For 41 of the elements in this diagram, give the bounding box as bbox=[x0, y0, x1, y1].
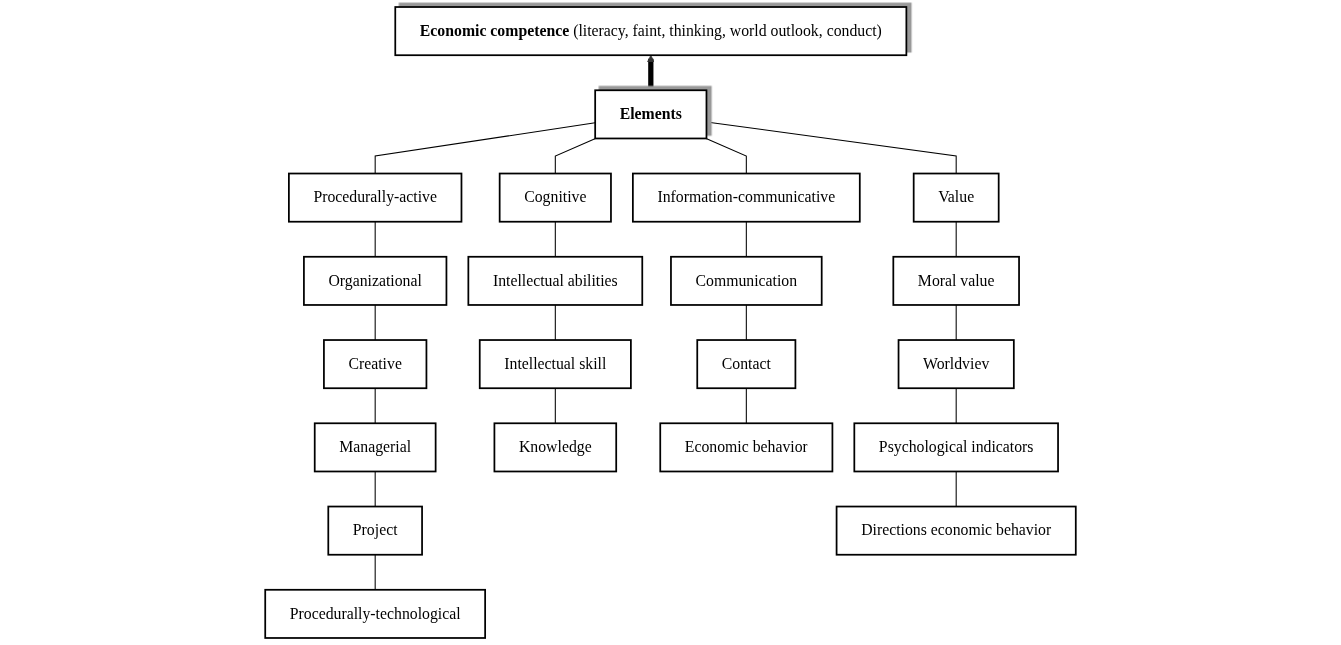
node-box: Directions economic behavior bbox=[835, 505, 1077, 556]
connector bbox=[554, 137, 597, 175]
connector bbox=[705, 137, 747, 175]
node-box: Cognitive bbox=[498, 172, 612, 223]
connector bbox=[374, 221, 376, 258]
connector bbox=[955, 387, 957, 424]
connector bbox=[745, 387, 747, 424]
node-box: Creative bbox=[323, 339, 428, 390]
node-box: Knowledge bbox=[493, 422, 618, 473]
node-box: Project bbox=[327, 505, 423, 556]
connector bbox=[554, 304, 556, 341]
connector bbox=[374, 387, 376, 424]
connector bbox=[554, 221, 556, 258]
node-box: Organizational bbox=[303, 255, 448, 306]
connector bbox=[955, 221, 957, 258]
node-box: Economic behavior bbox=[659, 422, 834, 473]
node-box: Information-communicative bbox=[632, 172, 861, 223]
connector bbox=[955, 470, 957, 508]
node-box: Intellectual abilities bbox=[467, 255, 644, 306]
connector bbox=[745, 304, 747, 341]
connector bbox=[374, 304, 376, 341]
node-box: Value bbox=[912, 172, 1000, 223]
node-box: Elements bbox=[594, 89, 708, 140]
node-box: Contact bbox=[696, 339, 797, 390]
node-box: Worldviev bbox=[897, 339, 1015, 390]
connector bbox=[955, 304, 957, 341]
connector bbox=[705, 121, 957, 175]
connector bbox=[374, 554, 376, 591]
node-box: Economic competence (literacy, faint, thinking, world outlook, conduct) bbox=[394, 6, 908, 57]
connector bbox=[374, 122, 596, 175]
connector bbox=[374, 470, 376, 508]
node-box: Managerial bbox=[313, 422, 437, 473]
connector bbox=[554, 387, 556, 424]
node-box: Procedurally-active bbox=[288, 172, 463, 223]
node-box: Moral value bbox=[892, 255, 1020, 306]
node-box: Intellectual skill bbox=[478, 339, 632, 390]
node-box: Procedurally-technological bbox=[264, 588, 486, 639]
arrow bbox=[646, 54, 655, 91]
connector bbox=[745, 221, 747, 258]
node-box: Psychological indicators bbox=[853, 422, 1059, 473]
node-box: Communication bbox=[670, 255, 823, 306]
